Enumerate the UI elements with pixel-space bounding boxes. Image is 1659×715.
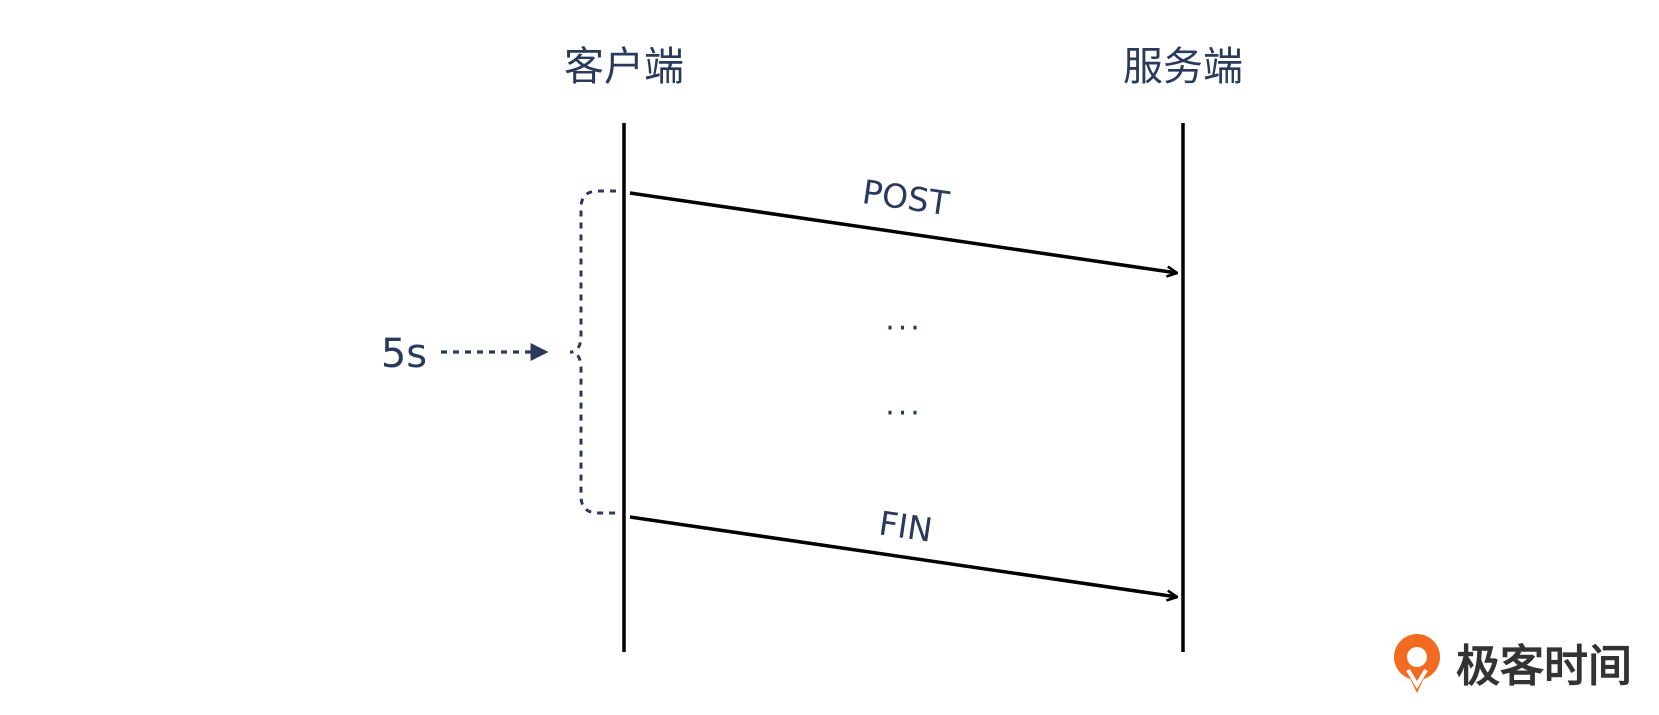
interval-brace	[569, 189, 616, 515]
brand-logo: 极客时间	[1394, 634, 1632, 693]
gap-marker: ···	[885, 311, 923, 346]
message-arrow-fin	[629, 515, 1177, 597]
brand-logo-icon	[1394, 634, 1440, 693]
message-label-fin: FIN	[876, 503, 934, 549]
message-label-post: POST	[860, 172, 953, 223]
gap-marker: ···	[885, 396, 923, 431]
participant-client-label: 客户端	[564, 44, 684, 90]
brand-name: 极客时间	[1456, 641, 1632, 692]
participant-server-label: 服务端	[1123, 44, 1243, 90]
interval-label: 5s	[381, 331, 427, 377]
message-arrow-post	[629, 191, 1177, 273]
